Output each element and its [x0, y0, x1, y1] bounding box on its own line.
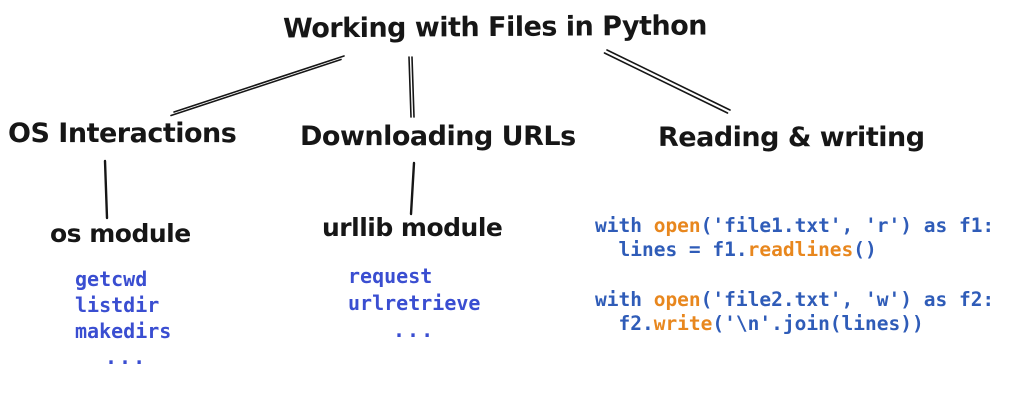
branch-label-reading-writing: Reading & writing: [658, 122, 925, 153]
code-line: lines = f1.readlines(): [595, 238, 877, 261]
node-urllib-module: urllib module: [322, 213, 503, 242]
code-line: f2.write('\n'.join(lines)): [595, 312, 924, 335]
list-item: ...: [105, 345, 148, 369]
connector-os-module: [103, 159, 109, 220]
code-snippet-read: with open('file1.txt', 'r') as f1: lines…: [595, 214, 994, 262]
list-item: urlretrieve: [348, 291, 481, 315]
list-item: ...: [393, 318, 436, 342]
list-item: getcwd: [75, 267, 148, 291]
code-line: with open('file1.txt', 'r') as f1:: [595, 214, 995, 237]
connector-title-os: [170, 55, 345, 117]
connector-urls-module: [409, 161, 416, 216]
branch-label-downloading-urls: Downloading URLs: [300, 121, 576, 152]
connector-title-urls: [408, 56, 415, 118]
list-item: request: [348, 264, 433, 288]
branch-label-os-interactions: OS Interactions: [8, 118, 237, 149]
list-item: makedirs: [75, 319, 172, 343]
node-os-module: os module: [50, 219, 191, 248]
connector-title-rw: [603, 49, 731, 114]
diagram-title: Working with Files in Python: [282, 10, 708, 45]
code-snippet-write: with open('file2.txt', 'w') as f2: f2.wr…: [595, 288, 994, 336]
code-line: with open('file2.txt', 'w') as f2:: [595, 288, 995, 311]
list-item: listdir: [75, 293, 160, 317]
urllib-module-function-list: request urlretrieve...: [348, 263, 480, 344]
